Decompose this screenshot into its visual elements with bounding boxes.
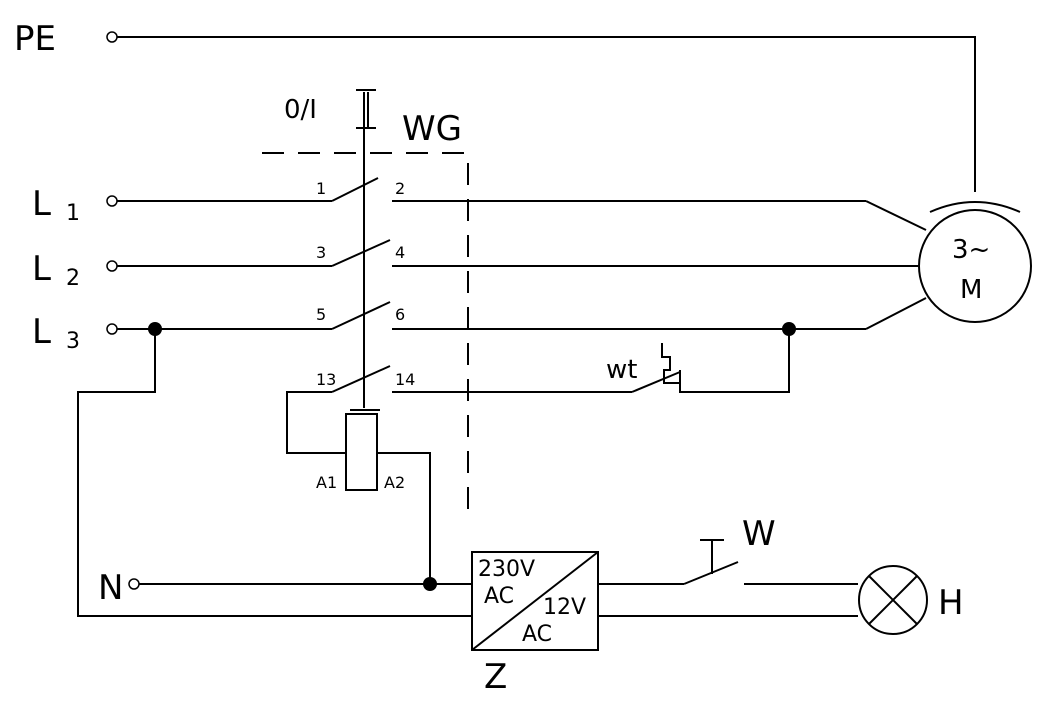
- contactor-name: WG: [402, 109, 462, 149]
- pe-line: PE: [14, 19, 976, 192]
- transformer-diagonal: [471, 551, 599, 651]
- lamp-circle: [858, 565, 928, 635]
- transformer-label: Z: [484, 657, 507, 697]
- contact-label-4: 4: [395, 243, 405, 262]
- motor-phase-label: 3~: [952, 235, 990, 265]
- switch-label: 0/I: [284, 95, 317, 125]
- contact-label-3: 3: [316, 243, 326, 262]
- l1-line: L 1: [32, 177, 927, 231]
- contact-5-6: [331, 301, 391, 330]
- contact-label-1: 1: [316, 179, 326, 198]
- lamp-label: H: [938, 583, 964, 623]
- contact-13-14: [331, 365, 391, 393]
- thermal-to-l3-wire: [679, 329, 790, 393]
- n-junction: [423, 577, 437, 591]
- transformer-primary-type: AC: [484, 584, 514, 609]
- lamp-cross-b: [868, 575, 918, 625]
- transformer-secondary-voltage: 12V: [543, 595, 586, 620]
- contact-numbers: 1 2 3 4 5 6 13 14: [316, 179, 415, 389]
- contact-label-6: 6: [395, 305, 405, 324]
- thermal-contact: [631, 371, 681, 393]
- enclosure-dashed-line: [262, 152, 469, 520]
- motor-m-label: M: [960, 275, 982, 305]
- l3-to-transformer-wire: [77, 329, 472, 617]
- aux-wire-to-a1: [286, 391, 346, 454]
- contact-1-2: [331, 177, 379, 202]
- thermal-label: wt: [606, 355, 637, 385]
- contact-label-5: 5: [316, 305, 326, 324]
- transformer-primary-voltage: 230V: [478, 557, 535, 582]
- l2-sub: 2: [66, 266, 80, 291]
- l3-sub: 3: [66, 329, 80, 354]
- coil-a2-label: A2: [384, 473, 405, 492]
- pe-label: PE: [14, 19, 56, 59]
- l3-label: L: [32, 312, 51, 352]
- motor: 3~ M: [918, 201, 1032, 323]
- l2-line: L 2: [32, 239, 918, 291]
- transformer-box: [471, 551, 599, 651]
- l1-terminal: [106, 195, 118, 207]
- transformer: 230V AC 12V AC Z: [471, 551, 599, 697]
- contact-label-14: 14: [395, 370, 415, 389]
- motor-circle: [918, 209, 1032, 323]
- pe-terminal: [106, 31, 118, 43]
- n-line: N: [98, 568, 472, 608]
- n-label: N: [98, 568, 123, 608]
- n-terminal: [128, 578, 140, 590]
- coil-a2-wire: [377, 452, 431, 584]
- l3-line: L 3: [32, 297, 927, 617]
- l3-terminal: [106, 323, 118, 335]
- l1-label: L: [32, 184, 51, 224]
- secondary-circuit: W H: [598, 514, 964, 635]
- coil-a1-label: A1: [316, 473, 337, 492]
- pe-wire: [117, 36, 976, 192]
- aux-contact-circuit: wt: [286, 329, 790, 454]
- contactor-actuator: 0/I WG A1 A2: [284, 89, 462, 584]
- transformer-secondary-type: AC: [522, 622, 552, 647]
- l1-sub: 1: [66, 201, 80, 226]
- contact-label-13: 13: [316, 370, 336, 389]
- contact-label-2: 2: [395, 179, 405, 198]
- l3-motor-lead: [865, 297, 927, 330]
- l2-label: L: [32, 249, 51, 289]
- switch-w-label: W: [742, 514, 776, 554]
- l1-motor-lead: [865, 200, 927, 231]
- motor-ground-arc: [929, 201, 1021, 213]
- contact-3-4: [331, 239, 391, 267]
- l2-terminal: [106, 260, 118, 272]
- contactor-coil: [345, 413, 378, 491]
- thermal-element: [661, 343, 680, 384]
